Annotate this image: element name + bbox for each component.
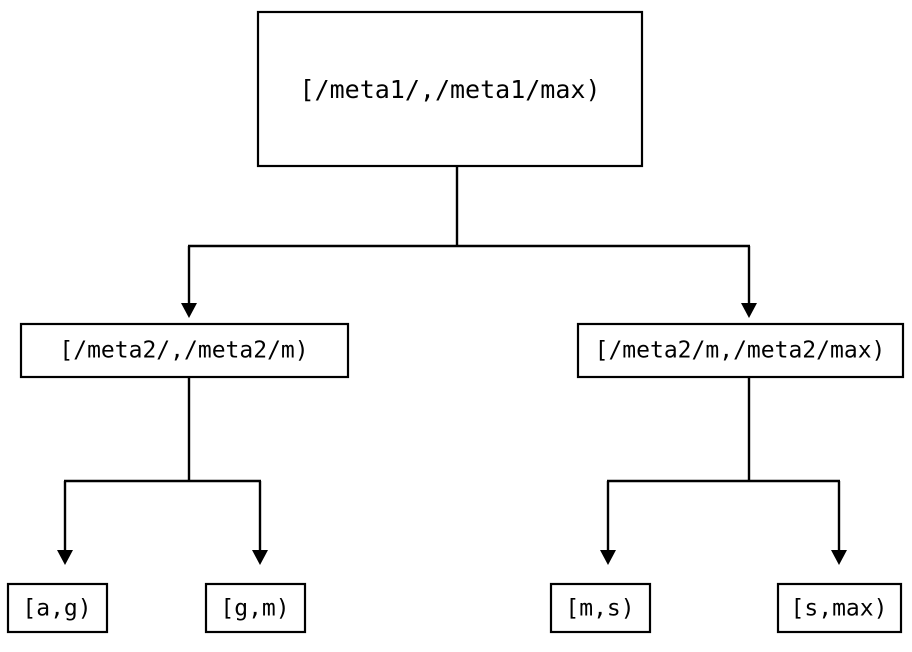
node-leaf-4-box[interactable] [776, 582, 903, 634]
node-leaf-2[interactable]: [g,m) [204, 582, 307, 634]
arrowhead-leaf-3 [600, 550, 616, 565]
node-root-label: [/meta1/,/meta1/max) [299, 75, 600, 104]
node-mid-right-box[interactable] [576, 322, 905, 379]
arrowhead-mid-left [181, 303, 197, 318]
arrowhead-leaf-2 [252, 550, 268, 565]
edge-group-midright-to-leaves [600, 377, 847, 565]
node-mid-left[interactable]: [/meta2/,/meta2/m) [19, 322, 350, 379]
edge-group-midleft-to-leaves [57, 377, 268, 565]
node-root-box[interactable] [256, 10, 644, 168]
node-mid-left-box[interactable] [19, 322, 350, 379]
node-leaf-1-box[interactable] [6, 582, 109, 634]
node-leaf-3-box[interactable] [549, 582, 652, 634]
edge-group-root-to-mid [181, 166, 757, 318]
node-leaf-4-label: [s,max) [791, 596, 888, 622]
node-leaf-1[interactable]: [a,g) [6, 582, 109, 634]
node-leaf-2-label: [g,m) [220, 596, 289, 622]
node-leaf-4[interactable]: [s,max) [776, 582, 903, 634]
node-leaf-3[interactable]: [m,s) [549, 582, 652, 634]
arrowhead-mid-right [741, 303, 757, 318]
node-leaf-1-label: [a,g) [22, 596, 91, 622]
arrowhead-leaf-4 [831, 550, 847, 565]
node-leaf-2-box[interactable] [204, 582, 307, 634]
node-leaf-3-label: [m,s) [565, 596, 634, 622]
node-mid-left-label: [/meta2/,/meta2/m) [59, 338, 308, 364]
node-mid-right-label: [/meta2/m,/meta2/max) [595, 338, 886, 364]
arrowhead-leaf-1 [57, 550, 73, 565]
node-root[interactable]: [/meta1/,/meta1/max) [256, 10, 644, 168]
node-mid-right[interactable]: [/meta2/m,/meta2/max) [576, 322, 905, 379]
